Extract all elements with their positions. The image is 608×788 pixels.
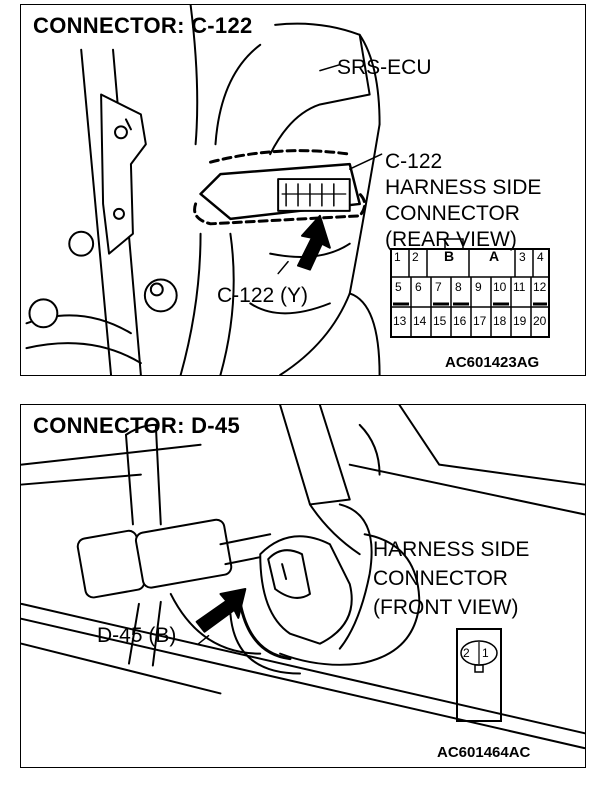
connector-desc-line-1: C-122 bbox=[385, 150, 443, 173]
c122-illustration bbox=[25, 5, 383, 375]
pin-label: 17 bbox=[473, 314, 487, 328]
pin-label: 16 bbox=[453, 314, 467, 328]
pin-label: 11 bbox=[513, 280, 526, 294]
pin-label: 1 bbox=[482, 646, 489, 660]
connector-tag: C-122 (Y) bbox=[217, 284, 309, 307]
pin-label: B bbox=[444, 248, 455, 264]
connector-c122-panel: CONNECTOR: C-122 SRS-ECU C-122 HARNESS S… bbox=[20, 4, 586, 376]
c122-pin-diagram bbox=[390, 238, 550, 338]
pin-label: 14 bbox=[413, 314, 427, 328]
pin-label: 2 bbox=[412, 250, 419, 264]
connector-desc-line-2: HARNESS SIDE bbox=[385, 176, 542, 199]
pin-label: 5 bbox=[395, 280, 402, 294]
pin-label: 15 bbox=[433, 314, 447, 328]
pin-label: 2 bbox=[463, 646, 470, 660]
connector-title: CONNECTOR: D-45 bbox=[33, 413, 241, 438]
pin-label: 3 bbox=[519, 250, 526, 264]
pin-label: 13 bbox=[393, 314, 407, 328]
connector-tag: D-45 (B) bbox=[97, 624, 177, 647]
figure-code: AC601423AG bbox=[445, 354, 540, 371]
connector-title: CONNECTOR: C-122 bbox=[33, 13, 253, 38]
connector-desc-line-3: CONNECTOR bbox=[385, 202, 520, 225]
pin-label: 12 bbox=[533, 280, 547, 294]
connector-desc-line-3: (FRONT VIEW) bbox=[373, 596, 519, 619]
pin-label: 9 bbox=[475, 280, 482, 294]
connector-desc-line-1: HARNESS SIDE bbox=[373, 538, 530, 561]
pin-label: 20 bbox=[533, 314, 547, 328]
pin-label: 4 bbox=[537, 250, 544, 264]
pin-label: 10 bbox=[493, 280, 507, 294]
pin-label: 1 bbox=[394, 250, 401, 264]
pin-label: 6 bbox=[415, 280, 422, 294]
d45-pin-diagram bbox=[456, 628, 502, 722]
pin-label: 7 bbox=[435, 280, 442, 294]
pin-label: 18 bbox=[493, 314, 507, 328]
ecu-label: SRS-ECU bbox=[337, 56, 432, 79]
connector-desc-line-2: CONNECTOR bbox=[373, 567, 508, 590]
connector-d45-panel: CONNECTOR: D-45 HARNESS SIDE CONNECTOR (… bbox=[20, 404, 586, 768]
pin-label: 8 bbox=[455, 280, 462, 294]
pin-label: 19 bbox=[513, 314, 527, 328]
d45-illustration bbox=[21, 405, 585, 750]
figure-code: AC601464AC bbox=[437, 744, 531, 761]
pin-label: A bbox=[489, 248, 500, 264]
